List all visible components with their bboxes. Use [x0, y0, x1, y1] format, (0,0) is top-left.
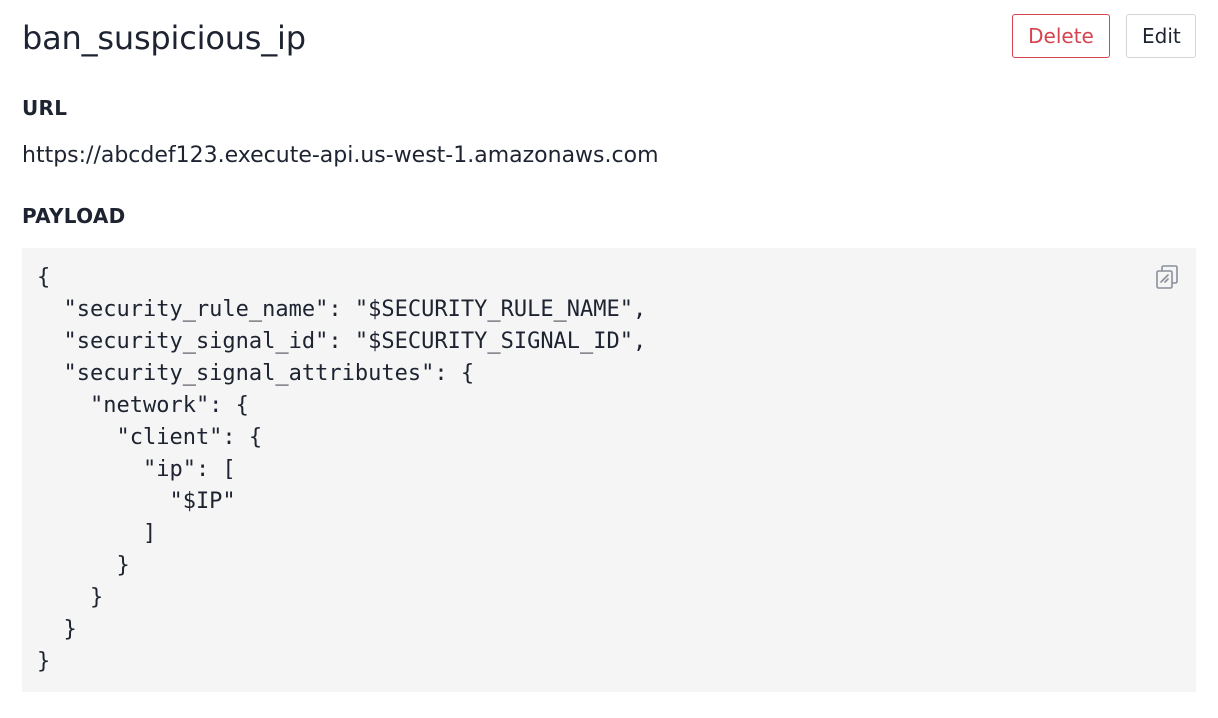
- page-title: ban_suspicious_ip: [22, 19, 306, 57]
- page-header: ban_suspicious_ip Delete Edit: [22, 12, 1196, 64]
- payload-code-block: { "security_rule_name": "$SECURITY_RULE_…: [22, 248, 1196, 692]
- copy-icon[interactable]: [1154, 264, 1180, 290]
- header-actions: Delete Edit: [1012, 14, 1196, 58]
- delete-button[interactable]: Delete: [1012, 14, 1110, 58]
- payload-code: { "security_rule_name": "$SECURITY_RULE_…: [37, 265, 647, 674]
- payload-label: PAYLOAD: [22, 204, 126, 228]
- edit-button[interactable]: Edit: [1126, 14, 1196, 58]
- url-label: URL: [22, 96, 68, 120]
- url-value: https://abcdef123.execute-api.us-west-1.…: [22, 143, 659, 168]
